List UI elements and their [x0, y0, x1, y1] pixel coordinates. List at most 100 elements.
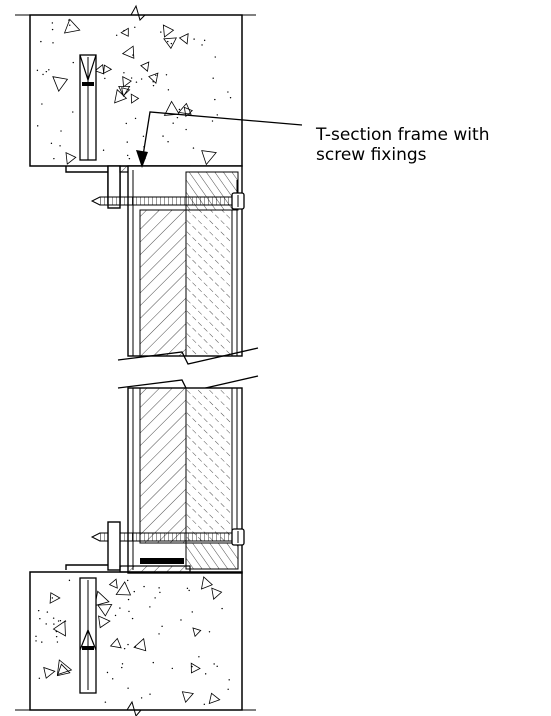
aggregate-dot: [104, 77, 106, 80]
aggregate-dot: [59, 620, 62, 622]
aggregate-dot: [140, 78, 143, 80]
aggregate-dot: [204, 673, 207, 675]
aggregate-dot: [227, 688, 229, 690]
aggregate-dot: [167, 40, 169, 43]
aggregate-dot: [126, 154, 129, 157]
aggregate-dot: [48, 69, 50, 71]
aggregate-dot: [72, 111, 74, 113]
aggregate-dot: [38, 677, 41, 679]
aggregate-dot: [178, 108, 181, 111]
aggregate-triangle: [211, 587, 223, 600]
aggregate-dot: [68, 579, 71, 582]
aggregate-dot: [208, 631, 211, 633]
aggregate-triangle: [200, 576, 214, 590]
aggregate-triangle: [94, 63, 105, 75]
aggregate-triangle: [43, 666, 56, 679]
aggregate-dot: [128, 610, 130, 613]
lower-anchor-bolt: [79, 577, 97, 694]
aggregate-triangle: [49, 592, 61, 604]
aggregate-dot: [126, 141, 128, 143]
aggregate-dot: [41, 641, 43, 643]
aggregate-dot: [176, 116, 179, 119]
aggregate-dot: [72, 61, 74, 64]
aggregate-triangle: [201, 150, 217, 166]
aggregate-dot: [167, 89, 170, 91]
aggregate-dot: [149, 693, 151, 695]
aggregate-dot: [134, 26, 136, 28]
aggregate-triangle: [122, 76, 132, 88]
aggregate-dot: [171, 667, 174, 670]
aggregate-triangle: [181, 691, 194, 704]
aggregate-dot: [56, 641, 59, 643]
aggregate-dot: [191, 665, 193, 668]
aggregate-dot: [115, 34, 118, 36]
aggregate-dot: [203, 703, 206, 706]
aggregate-dot: [180, 619, 182, 621]
aggregate-dot: [36, 69, 39, 72]
aggregate-triangle: [140, 61, 150, 72]
annotation-line1: T-section frame with: [315, 125, 489, 145]
aggregate-dot: [193, 38, 195, 40]
aggregate-dot: [128, 157, 131, 160]
aggregate-triangle: [56, 663, 71, 677]
aggregate-dot: [59, 145, 61, 147]
aggregate-dot: [159, 591, 161, 594]
upper-concrete-slab: [15, 4, 256, 167]
aggregate-dot: [140, 697, 143, 699]
aggregate-dot: [198, 656, 200, 658]
upper-anchor-bolt: [79, 54, 97, 161]
aggregate-dot: [35, 640, 37, 642]
aggregate-dot: [152, 81, 154, 83]
aggregate-triangle: [190, 662, 201, 674]
aggregate-dot: [214, 56, 216, 58]
aggregate-triangle: [162, 24, 175, 38]
aggregate-dot: [161, 625, 163, 628]
aggregate-dot: [52, 617, 55, 619]
concrete-aggregate: [35, 576, 230, 706]
aggregate-dot: [111, 678, 114, 680]
lower-screw: [90, 528, 245, 546]
aggregate-dot: [149, 606, 151, 608]
aggregate-dot: [60, 130, 62, 132]
aggregate-triangle: [121, 45, 135, 59]
aggregate-dot: [132, 54, 134, 56]
aggregate-dot: [192, 147, 195, 149]
aggregate-dot: [123, 29, 125, 32]
aggregate-triangle: [120, 27, 129, 37]
aggregate-dot: [123, 72, 125, 74]
aggregate-triangle: [63, 18, 81, 34]
aggregate-triangle: [133, 637, 147, 652]
aggregate-dot: [57, 620, 60, 622]
aggregate-dot: [191, 611, 193, 613]
aggregate-dot: [37, 609, 40, 612]
aggregate-dot: [104, 701, 107, 703]
aggregate-triangle: [52, 620, 66, 637]
aggregate-dot: [155, 74, 157, 77]
aggregate-dot: [135, 81, 138, 83]
aggregate-dot: [188, 589, 190, 592]
aggregate-dot: [53, 623, 55, 625]
aggregate-triangle: [178, 33, 189, 45]
aggregate-triangle: [121, 87, 131, 97]
aggregate-dot: [42, 73, 44, 76]
aggregate-triangle: [115, 581, 132, 596]
aggregate-triangle: [65, 151, 77, 165]
aggregate-dot: [143, 585, 145, 588]
aggregate-dot: [127, 598, 130, 601]
aggregate-dot: [106, 671, 109, 674]
aggregate-dot: [165, 74, 168, 76]
aggregate-triangle: [177, 102, 192, 115]
aggregate-triangle: [109, 637, 122, 649]
aggregate-dot: [35, 635, 37, 638]
aggregate-dot: [170, 42, 173, 45]
annotation-line2: screw fixings: [316, 145, 427, 165]
aggregate-triangle: [103, 64, 113, 74]
aggregate-dot: [52, 42, 54, 44]
aggregate-dot: [127, 579, 129, 582]
aggregate-dot: [69, 24, 71, 26]
aggregate-dot: [130, 77, 133, 79]
aggregate-triangle: [98, 615, 111, 629]
aggregate-dot: [212, 77, 214, 79]
lower-t-section-frame: [65, 521, 191, 573]
